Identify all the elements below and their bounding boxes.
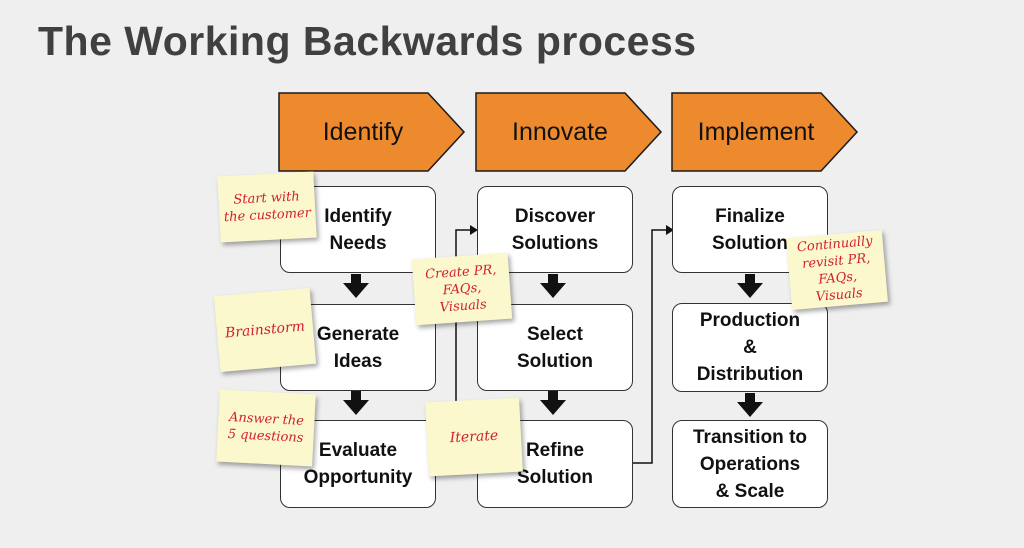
sticky-note-answer-questions: Answer the 5 questions (216, 389, 316, 467)
down-arrow-icon (540, 274, 566, 298)
phase-label: Identify (322, 117, 404, 146)
down-arrow-icon (737, 393, 763, 417)
phase-innovate: Innovate (475, 92, 663, 172)
page-title: The Working Backwards process (38, 18, 697, 64)
down-arrow-icon (343, 274, 369, 298)
step-select-solution: Select Solution (477, 304, 633, 391)
sticky-note-start-customer: Start with the customer (217, 171, 317, 243)
sticky-note-brainstorm: Brainstorm (213, 287, 317, 373)
phase-label: Innovate (512, 117, 608, 146)
step-production-distribution: Production & Distribution (672, 303, 828, 392)
sticky-note-iterate: Iterate (425, 397, 523, 477)
step-transition-operations: Transition to Operations & Scale (672, 420, 828, 508)
sticky-note-create-pr: Create PR, FAQs, Visuals (411, 252, 513, 326)
down-arrow-icon (540, 391, 566, 415)
sticky-note-continually-revisit: Continually revisit PR, FAQs, Visuals (786, 229, 888, 311)
phase-implement: Implement (671, 92, 859, 172)
step-discover-solutions: Discover Solutions (477, 186, 633, 273)
phase-identify: Identify (278, 92, 466, 172)
phase-label: Implement (697, 117, 815, 146)
down-arrow-icon (343, 391, 369, 415)
down-arrow-icon (737, 274, 763, 298)
